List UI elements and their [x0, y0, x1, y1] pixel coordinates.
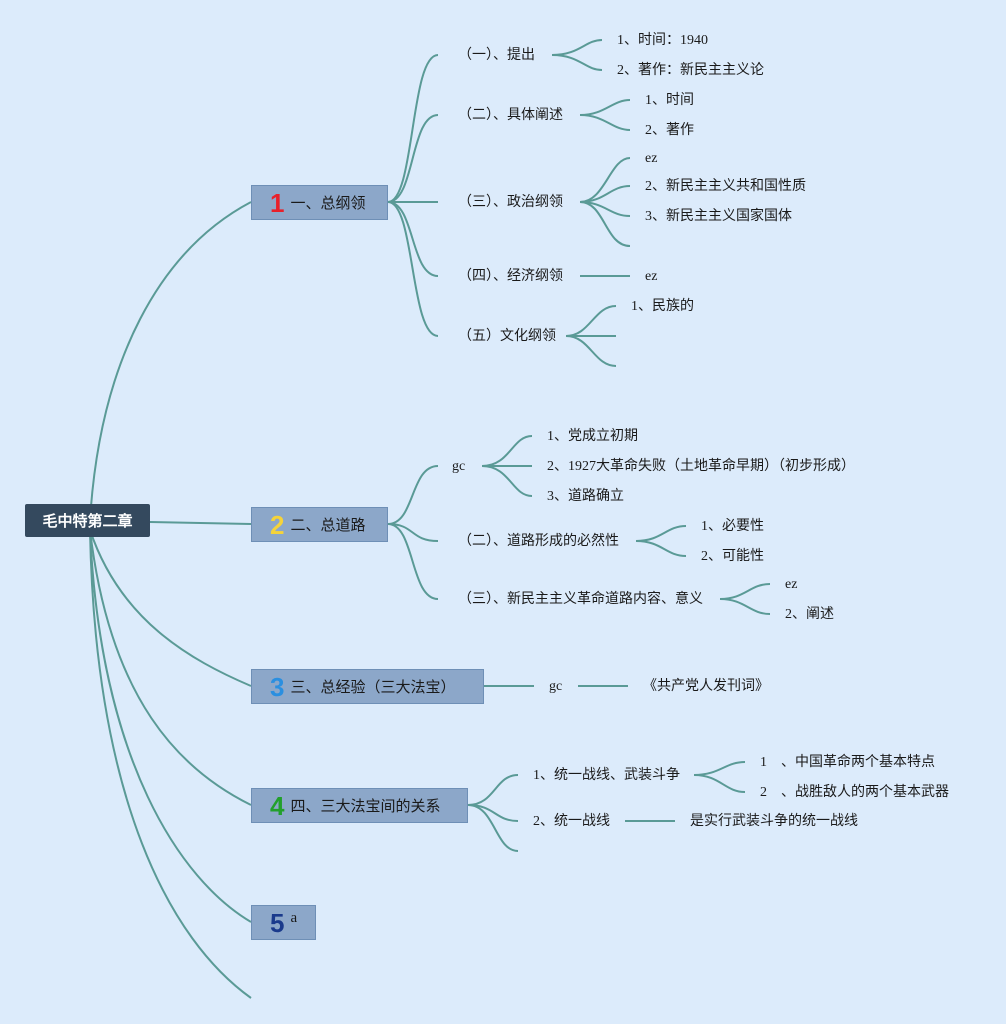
b1-sub-2[interactable]: （二）、具体阐述 [458, 108, 563, 123]
b1-sub-3[interactable]: （三）、政治纲领 [458, 195, 563, 210]
b1-sub-3-child-2[interactable]: 2、新民主主义共和国性质 [645, 179, 806, 194]
b4-sub-2[interactable]: 2、统一战线 [533, 814, 610, 829]
b1-sub-5-child-1[interactable]: 1、民族的 [631, 299, 694, 314]
topic-number-4: 4 [270, 790, 285, 821]
b2-sub-3-child-2[interactable]: 2、阐述 [785, 607, 834, 622]
b2-sub-1-child-1[interactable]: 1、党成立初期 [547, 429, 638, 444]
main-topic-1-label: 一、总纲领 [290, 196, 366, 212]
topic-number-3: 3 [270, 671, 285, 702]
b1-sub-1-child-1[interactable]: 1、时间：1940 [617, 33, 708, 48]
topic-number-1: 1 [270, 187, 285, 218]
b1-sub-1[interactable]: （一）、提出 [458, 48, 535, 63]
b2-sub-2-child-1[interactable]: 1、必要性 [701, 519, 764, 534]
b2-sub-3-child-1[interactable]: ez [785, 577, 798, 592]
b2-sub-1[interactable]: gc [452, 459, 466, 474]
b2-sub-3[interactable]: （三）、新民主主义革命道路内容、意义 [458, 592, 703, 607]
b2-sub-1-child-3[interactable]: 3、道路确立 [547, 489, 624, 504]
main-topic-3-label: 三、总经验（三大法宝） [290, 680, 456, 696]
b1-sub-3-child-3[interactable]: 3、新民主主义国家国体 [645, 209, 792, 224]
b4-sub-1-child-1[interactable]: 1 、中国革命两个基本特点 [760, 755, 935, 770]
main-topic-1[interactable]: 1 一、总纲领 [251, 185, 388, 220]
b2-sub-2[interactable]: （二）、道路形成的必然性 [458, 534, 619, 549]
b4-sub-1[interactable]: 1、统一战线、武装斗争 [533, 768, 680, 783]
b1-sub-2-child-1[interactable]: 1、时间 [645, 93, 694, 108]
main-topic-2-label: 二、总道路 [290, 518, 366, 534]
main-topic-3[interactable]: 3 三、总经验（三大法宝） [251, 669, 484, 704]
main-topic-5[interactable]: 5 a [251, 905, 316, 940]
topic-number-2: 2 [270, 509, 285, 540]
b3-sub-1-child-1[interactable]: 《共产党人发刊词》 [643, 679, 769, 694]
b4-sub-1-child-2[interactable]: 2 、战胜敌人的两个基本武器 [760, 785, 949, 800]
b2-sub-2-child-2[interactable]: 2、可能性 [701, 549, 764, 564]
root-topic[interactable]: 毛中特第二章 [25, 504, 150, 537]
main-topic-4[interactable]: 4 四、三大法宝间的关系 [251, 788, 468, 823]
b1-sub-2-child-2[interactable]: 2、著作 [645, 123, 694, 138]
b1-sub-5[interactable]: （五）文化纲领 [458, 329, 556, 344]
b2-sub-1-child-2[interactable]: 2、1927大革命失败（土地革命早期）（初步形成） [547, 459, 855, 474]
b1-sub-4-child-1[interactable]: ez [645, 269, 658, 284]
b1-sub-4[interactable]: （四）、经济纲领 [458, 269, 563, 284]
b1-sub-3-child-1[interactable]: ez [645, 151, 658, 166]
b4-sub-2-child-1[interactable]: 是实行武装斗争的统一战线 [690, 814, 858, 829]
b1-sub-1-child-2[interactable]: 2、著作：新民主主义论 [617, 63, 764, 78]
b3-sub-1[interactable]: gc [549, 679, 563, 694]
main-topic-2[interactable]: 2 二、总道路 [251, 507, 388, 542]
main-topic-5-label: a [290, 910, 298, 926]
main-topic-4-label: 四、三大法宝间的关系 [290, 799, 441, 815]
topic-number-5: 5 [270, 907, 285, 938]
